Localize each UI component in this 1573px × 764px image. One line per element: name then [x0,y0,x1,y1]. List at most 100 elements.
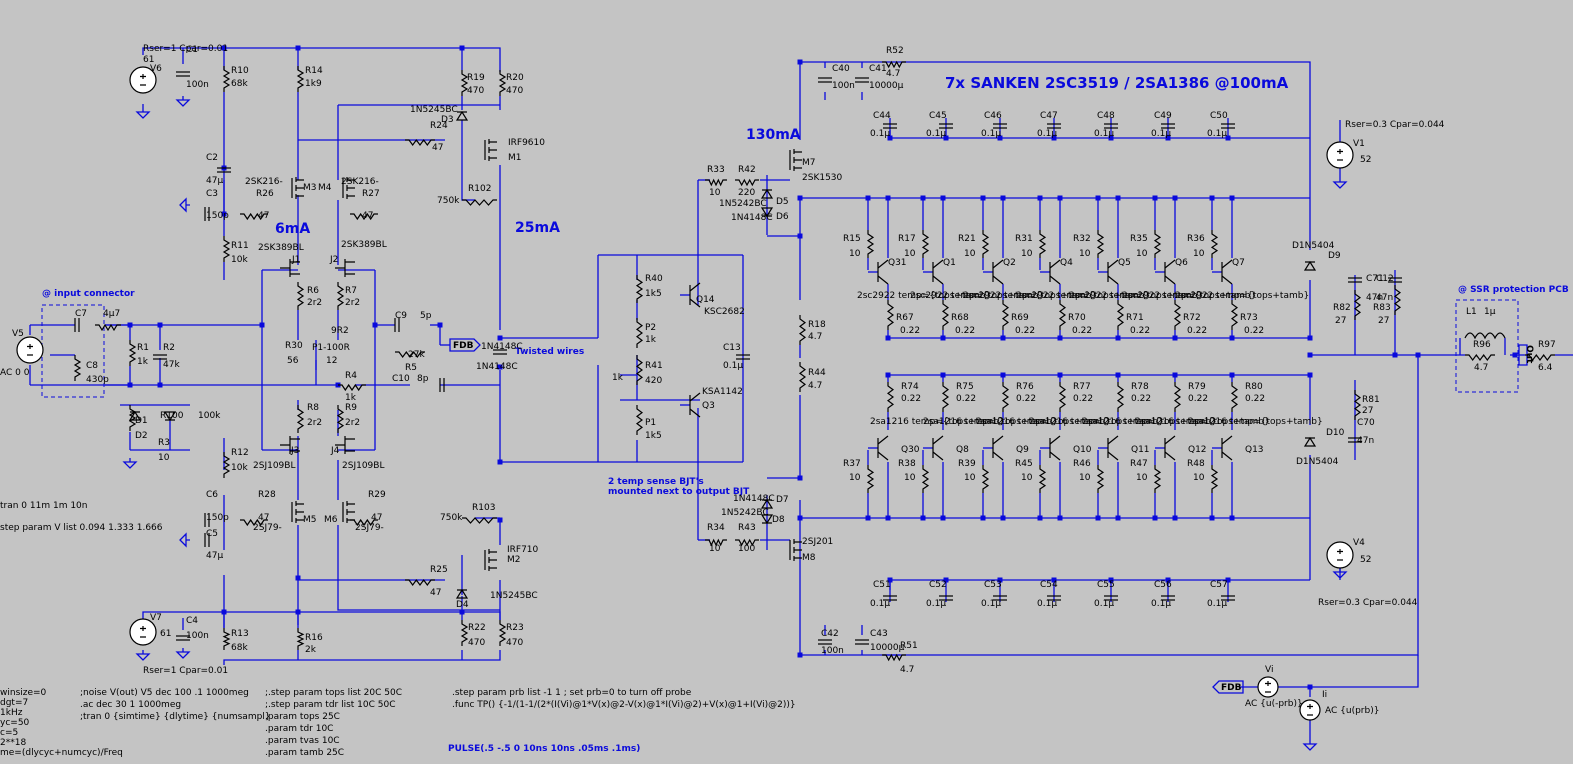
resistor-symbol [635,275,644,303]
resistor-symbol [128,340,137,366]
component-label: 750k [437,196,460,206]
res-label: R67 [896,313,914,323]
component-label: C7 [75,309,87,319]
component-label: D1N5404 [1292,241,1335,251]
component-label: R9 [345,403,357,413]
res-label: 10 [1079,473,1091,483]
resistor-symbol [350,212,378,221]
resistor-symbol [1525,353,1555,362]
transistor-symbol [932,435,944,445]
junction [1115,335,1121,341]
resistor-symbol [1096,230,1105,258]
component-label: 1k5 [645,431,662,441]
junction [980,195,986,201]
diode-symbol [760,498,774,509]
res-label: R78 [1131,382,1149,392]
resistor-symbol [921,230,930,258]
component-label: R26 [256,189,274,199]
spice-line: .step param prb list -1 1 ; set prb=0 to… [452,688,692,698]
component-label: 1k9 [305,79,322,89]
component-label: R96 [1473,340,1491,350]
component-label: 0.1µ [723,361,743,371]
component-label: IRF9610 [508,138,545,148]
resistor-symbol [941,300,950,330]
res-label: 10 [964,249,976,259]
resistor-symbol [240,212,268,221]
transistor-symbol [1221,451,1233,461]
wire [800,61,1311,140]
component-label: R100 [160,411,184,421]
cap-label: C53 [984,580,1002,590]
spice-line: yc=50 [0,718,30,728]
component-label: D7 [776,495,789,505]
junction [221,211,227,217]
junction [943,577,949,583]
component-label: L1 [1466,307,1477,317]
spice-line: c=5 [0,728,18,738]
resistor-symbol [460,70,469,96]
component-label: P1-100R [312,343,350,353]
transistor-symbol [992,259,1004,269]
spice-line: tran 0 11m 1m 10n [0,501,88,511]
out-flag [1518,344,1528,366]
component-label: 2r2 [307,418,322,428]
diode-symbol [1303,260,1317,271]
resistor-symbol [1116,300,1125,330]
resistor-symbol [336,282,345,310]
transistor-label: Q9 [1016,445,1029,455]
resistor-symbol [1353,290,1362,320]
component-label: C13 [723,343,741,353]
source-symbol [1257,676,1279,698]
component-label: 470 [506,86,523,96]
junction [980,515,986,521]
model-label: 2sc2922 temp={tops+tamb} [1069,291,1203,301]
component-label: 27 [1362,406,1373,416]
resistor-symbol [1173,382,1182,412]
component-label: R28 [258,490,276,500]
component-label: 1µ [1484,307,1496,317]
component-label: R97 [1538,340,1556,350]
resistor-symbol [222,236,231,262]
transistor-symbol [1107,451,1119,461]
component-label: M6 [324,515,338,525]
res-label: 0.22 [900,326,920,336]
transistor-label: Q1 [943,258,956,268]
component-label: 47µ [206,551,223,561]
component-label: R3 [158,438,170,448]
resistor-symbol [635,355,644,385]
component-label: Q3 [702,401,715,411]
component-label: M8 [802,553,816,563]
res-label: 0.22 [956,394,976,404]
component-label: R1 [137,343,149,353]
junction [1415,352,1421,358]
res-label: R31 [1015,234,1033,244]
model-label: 2sa1216 temp={tops+tamb} [976,417,1111,427]
component-label: 47n [1366,293,1383,303]
cap-label: C50 [1210,111,1228,121]
component-label: 4.7 [808,332,822,342]
component-label: R16 [305,633,323,643]
component-label: 47k [163,360,180,370]
component-label: 1k [645,335,657,345]
component-label: R43 [738,523,756,533]
component-label: C5 [206,529,218,539]
resistor-symbol [1116,382,1125,412]
cap-label: C56 [1154,580,1172,590]
transistor-symbol [932,259,944,269]
component-label: 1k5 [645,289,662,299]
component-label: 1k [612,373,624,383]
junction [1095,195,1101,201]
cap-label: 0.1µ [926,599,946,609]
component-label: 10 [158,453,170,463]
spice-line: ;noise V(out) V5 dec 100 .1 1000meg [80,688,249,698]
resistor-symbol [128,405,137,431]
component-label: 47 [371,513,382,523]
transistor-symbol [1107,259,1119,269]
cap-label: C48 [1097,111,1115,121]
transistor-symbol [1164,451,1176,461]
component-label: 10 [709,188,721,198]
model-label: 2sa1216 temp={tops+tamb} [1188,417,1323,427]
junction [1209,515,1215,521]
component-label: C40 [832,64,850,74]
